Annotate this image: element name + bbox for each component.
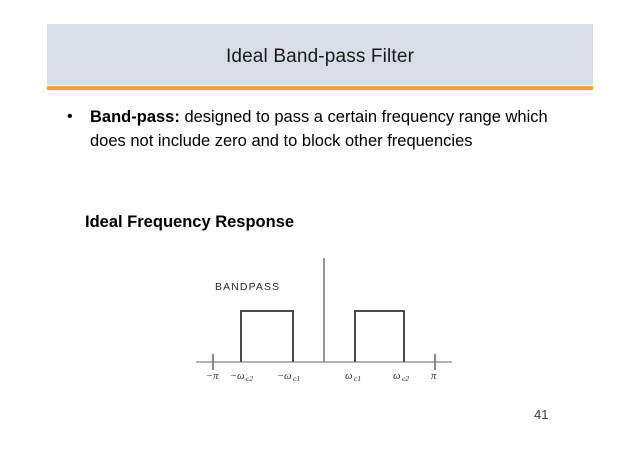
bullet-text: Band-pass: designed to pass a certain fr… (90, 105, 564, 153)
passband-pulse-positive (354, 310, 405, 362)
passband-pulse-negative (240, 310, 294, 362)
axis-label-negative-wc2: − ω c2 (230, 371, 253, 383)
axis-label-positive-wc1: ω c1 (345, 371, 361, 383)
axis-label-positive-pi: π (431, 371, 437, 382)
bandpass-response-diagram: BANDPASS −π − ω c2 − ω c1 ω c1 ω c2 π (196, 258, 452, 383)
figure-caption: BANDPASS (215, 281, 280, 293)
axis-label-negative-wc1: − ω c1 (277, 371, 300, 383)
axis-label-positive-wc2: ω c2 (393, 371, 409, 383)
svg-text:c1: c1 (354, 374, 361, 383)
axis-label-negative-pi: −π (206, 371, 219, 382)
bullet-lead-term: Band-pass: (90, 108, 180, 126)
svg-text:−: − (277, 371, 284, 382)
bullet-body-text: designed to pass a certain frequency ran… (90, 108, 548, 150)
list-item: • Band-pass: designed to pass a certain … (64, 105, 564, 153)
page-title: Ideal Band-pass Filter (225, 45, 415, 67)
title-accent-rule (47, 86, 593, 90)
svg-text:ω: ω (393, 371, 400, 382)
svg-text:ω: ω (345, 371, 352, 382)
bullet-list: • Band-pass: designed to pass a certain … (64, 105, 564, 153)
svg-text:ω: ω (237, 371, 244, 382)
svg-text:ω: ω (284, 371, 291, 382)
svg-text:c2: c2 (402, 374, 409, 383)
svg-text:c2: c2 (246, 374, 253, 383)
frequency-response-figure: BANDPASS −π − ω c2 − ω c1 ω c1 ω c2 π (190, 252, 470, 392)
slide-title-band: Ideal Band-pass Filter (47, 24, 593, 85)
svg-text:c1: c1 (293, 374, 300, 383)
svg-text:−: − (230, 371, 237, 382)
slide-page-number: 41 (534, 407, 549, 422)
section-subheading: Ideal Frequency Response (85, 213, 295, 231)
bullet-marker-icon: • (67, 108, 73, 125)
